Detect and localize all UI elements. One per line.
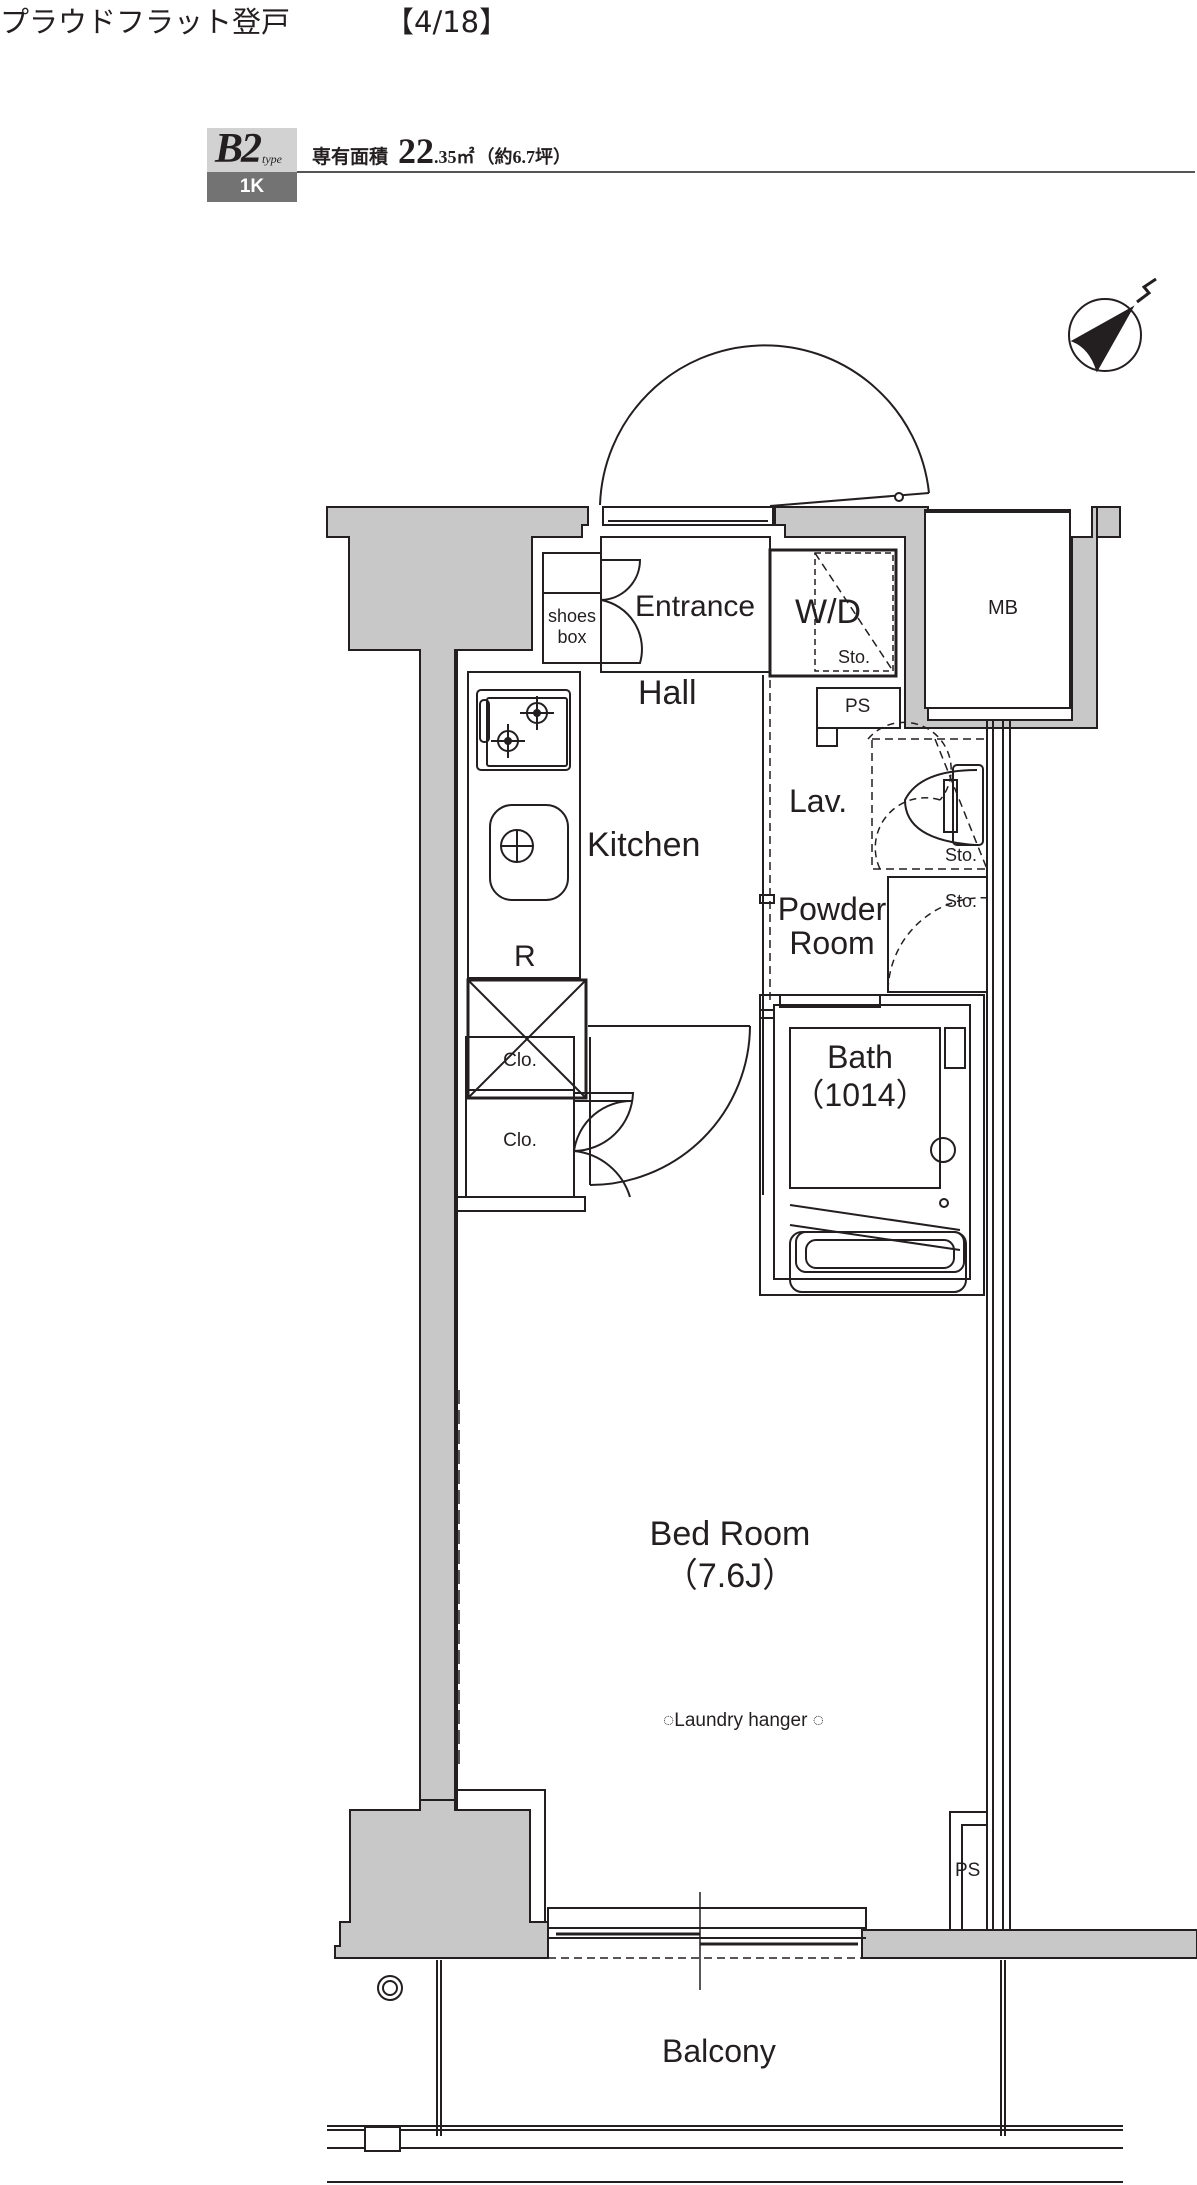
- room-label-bedroom: Bed Room （7.6J）: [600, 1513, 860, 1597]
- kitchen-counter: [467, 671, 581, 979]
- shoes-box-line1: shoes: [547, 606, 597, 626]
- bath-line2: （1014）: [792, 1077, 928, 1113]
- bedroom-line2: （7.6J）: [663, 1557, 797, 1595]
- washer-dryer-space: [768, 548, 898, 678]
- room-label-powder-room: Powder Room: [772, 892, 892, 960]
- bath-line1: Bath: [827, 1039, 893, 1075]
- unit-type: B2 type: [207, 126, 297, 172]
- room-label-wd: W/D: [795, 593, 862, 631]
- ps-lower: [949, 1811, 987, 1930]
- page-title: プラウドフラット登戸 【4/18】: [0, 0, 508, 44]
- room-label-lav: Lav.: [789, 783, 848, 819]
- shoes-box: [542, 552, 602, 664]
- toilet-area: [871, 738, 988, 870]
- unit-type-suffix: type: [262, 152, 282, 166]
- toilet-icon: [903, 769, 978, 846]
- drain-icon: [377, 1975, 403, 2001]
- room-label-kitchen: Kitchen: [587, 826, 701, 864]
- room-label-hall: Hall: [638, 674, 697, 712]
- building-name: プラウドフラット登戸: [0, 5, 291, 39]
- mb-room: [924, 509, 1071, 709]
- room-label-bath: Bath （1014）: [780, 1038, 940, 1114]
- wall-bottom-right: [861, 1929, 1197, 1959]
- north-arrow-icon: [1068, 277, 1157, 373]
- floor-area-tsubo: （約6.7坪）: [476, 147, 572, 167]
- kitchen-sink: [489, 804, 569, 901]
- header-rule: [297, 171, 1195, 173]
- room-label-balcony: Balcony: [662, 2033, 776, 2069]
- stove-burner-icon: [491, 696, 554, 758]
- bedroom-line1: Bed Room: [649, 1515, 811, 1553]
- room-label-mb: MB: [988, 597, 1018, 619]
- room-label-powder-storage: Sto.: [945, 891, 978, 911]
- ps-upper: [816, 687, 901, 729]
- powder-room-line1: Powder: [777, 891, 887, 927]
- wall-bottom-left: [334, 1799, 549, 1959]
- refrigerator-space: [466, 978, 588, 1100]
- floor-area-integer: 22: [398, 131, 435, 171]
- room-label-entrance: Entrance: [635, 590, 756, 623]
- laundry-hanger-label: ◌Laundry hanger ◌: [663, 1710, 824, 1731]
- room-label-ps-upper: PS: [845, 696, 871, 717]
- room-label-closet-2: Clo.: [503, 1130, 537, 1151]
- room-label-ps-lower: PS: [955, 1860, 981, 1881]
- room-label-lav-storage: Sto.: [945, 845, 978, 865]
- page-indicator: 【4/18】: [385, 5, 509, 39]
- room-label-refrigerator: R: [514, 940, 536, 973]
- room-label-closet-1: Clo.: [503, 1050, 537, 1071]
- shoes-box-line2: box: [557, 627, 587, 647]
- balcony-sliding-door: [547, 1907, 867, 1929]
- floor-area: 専有面積 22 .35㎡ （約6.7坪）: [312, 130, 571, 172]
- unit-layout: 1K: [207, 172, 297, 202]
- unit-type-code: B2: [215, 126, 262, 172]
- room-label-shoes-box: shoes box: [543, 606, 601, 648]
- powder-room-line2: Room: [789, 925, 875, 961]
- entrance-door-swing: [599, 344, 930, 506]
- floor-area-label: 専有面積: [312, 147, 389, 168]
- wall-top-left: [326, 506, 589, 1811]
- room-label-wd-storage: Sto.: [838, 647, 871, 667]
- floor-area-decimal: .35㎡: [434, 147, 475, 167]
- unit-type-badge: B2 type 1K: [207, 126, 297, 202]
